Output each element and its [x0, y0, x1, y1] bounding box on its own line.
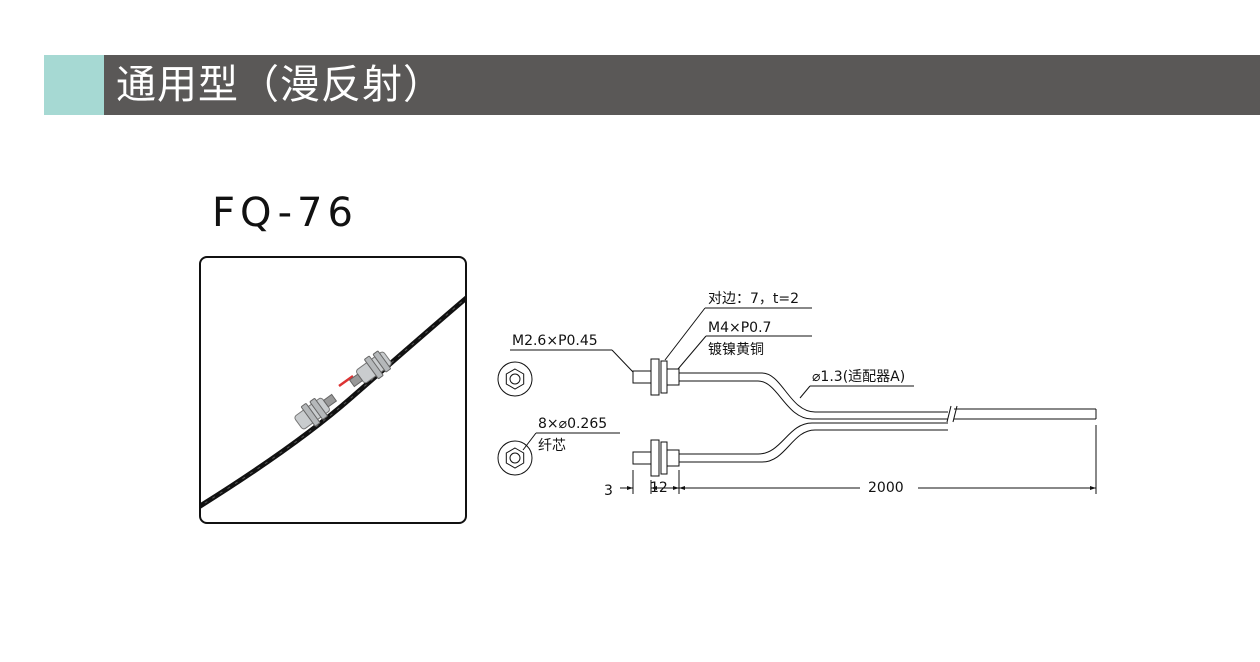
dim-3-label: 3	[604, 483, 613, 499]
label-cores: 纤芯	[538, 438, 566, 454]
model-name: FQ-76	[212, 190, 358, 236]
dim-12-label: 12	[650, 480, 668, 496]
section-header-bar	[44, 55, 1260, 115]
section-title: 通用型（漫反射）	[116, 62, 444, 108]
label-material: 镀镍黄铜	[708, 341, 764, 358]
dim-2000-label: 2000	[868, 480, 904, 496]
label-thread: M4×P0.7	[708, 320, 771, 336]
fiber-sensor-illustration	[201, 295, 465, 509]
label-across-flats: 对边：7，t=2	[708, 291, 799, 307]
section-header-accent	[44, 55, 104, 115]
dimension-drawing: 对边：7，t=2 M4×P0.7 镀镍黄铜 M2.6×P0.45 ⌀1.3(适配…	[497, 291, 1097, 499]
product-photo	[199, 256, 467, 524]
label-cores-count: 8×⌀0.265	[538, 416, 607, 432]
label-screw: M2.6×P0.45	[512, 333, 598, 349]
label-cable: ⌀1.3(适配器A)	[812, 369, 905, 385]
